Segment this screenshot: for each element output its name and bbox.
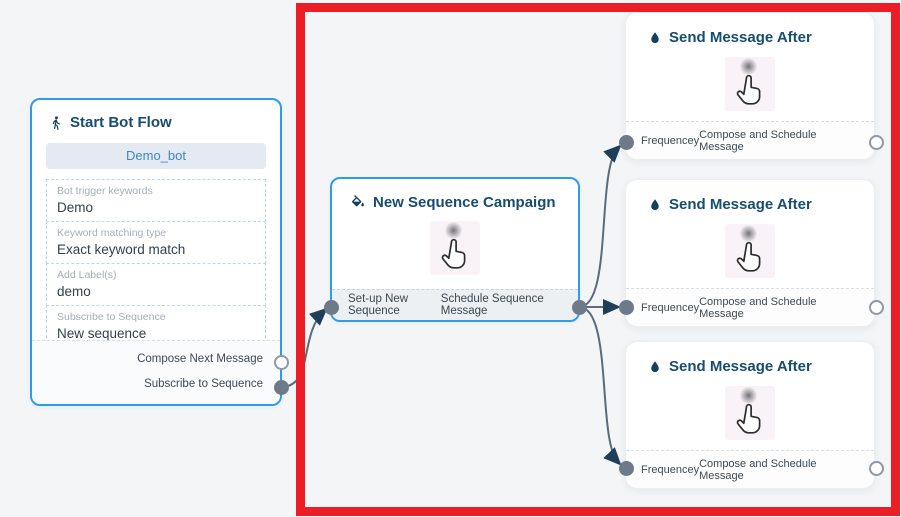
port-label-frequencey: Frequencey — [641, 463, 700, 476]
new-sequence-campaign-ports: Set-up New Sequence Schedule Sequence Me… — [332, 289, 578, 320]
send-message-after-ports: Frequencey Compose and Schedule Message — [626, 288, 874, 326]
edge-subscribe-to-sequence — [280, 307, 328, 388]
send-message-after-title: Send Message After — [669, 29, 812, 46]
field-label: Add Label(s) — [57, 269, 117, 281]
field-value: Demo — [57, 200, 94, 215]
start-node-outputs: Compose Next Message Subscribe to Sequen… — [32, 340, 280, 404]
water-drop-icon — [651, 198, 659, 210]
port-compose-and-schedule-message-2[interactable] — [869, 300, 884, 315]
water-drop-icon — [651, 360, 659, 372]
send-message-after-title: Send Message After — [669, 196, 812, 213]
field-bot-trigger-keywords[interactable]: Bot trigger keywords Demo — [46, 179, 266, 222]
port-label-set-up-new-sequence: Set-up New Sequence — [348, 293, 409, 317]
output-compose-next-message: Compose Next Message — [137, 352, 263, 365]
send-message-after-header: Send Message After — [626, 342, 874, 379]
send-message-after-ports: Frequencey Compose and Schedule Message — [626, 121, 874, 159]
field-keyword-matching-type[interactable]: Keyword matching type Exact keyword matc… — [46, 221, 266, 264]
send-message-after-node-1[interactable]: Send Message After Frequencey Compose an… — [625, 12, 875, 160]
port-frequencey-2[interactable] — [619, 300, 634, 315]
touch-dot — [740, 58, 757, 75]
start-bot-flow-header: Start Bot Flow — [32, 100, 280, 141]
new-sequence-campaign-header: New Sequence Campaign — [332, 179, 578, 217]
field-value: New sequence — [57, 326, 147, 341]
edge-to-send-1 — [578, 144, 622, 308]
send-message-after-title: Send Message After — [669, 358, 812, 375]
new-sequence-campaign-node[interactable]: New Sequence Campaign Set-up New Sequenc… — [330, 177, 580, 322]
hand-cursor-icon — [725, 224, 775, 278]
start-bot-flow-title: Start Bot Flow — [70, 114, 172, 131]
field-value: demo — [57, 284, 91, 299]
send-message-after-node-2[interactable]: Send Message After Frequencey Compose an… — [625, 179, 875, 327]
send-message-after-header: Send Message After — [626, 13, 874, 50]
port-set-up-new-sequence[interactable] — [324, 300, 339, 315]
port-frequencey-1[interactable] — [619, 135, 634, 150]
send-message-after-node-3[interactable]: Send Message After Frequencey Compose an… — [625, 341, 875, 489]
touch-dot — [740, 225, 757, 242]
port-label-compose-and-schedule-message: Compose and Schedule Message — [699, 295, 817, 320]
field-label: Subscribe to Sequence — [57, 311, 166, 323]
port-label-frequencey: Frequencey — [641, 134, 700, 147]
output-subscribe-to-sequence: Subscribe to Sequence — [144, 377, 263, 390]
bot-name-button[interactable]: Demo_bot — [46, 143, 266, 169]
port-label-compose-and-schedule-message: Compose and Schedule Message — [699, 128, 817, 153]
water-drop-icon — [651, 31, 659, 43]
port-label-compose-and-schedule-message: Compose and Schedule Message — [699, 457, 817, 482]
hand-cursor-icon — [430, 221, 480, 275]
send-message-after-header: Send Message After — [626, 180, 874, 217]
touch-dot — [445, 222, 462, 239]
port-label-frequencey: Frequencey — [641, 301, 700, 314]
hand-cursor-icon — [725, 386, 775, 440]
port-subscribe-to-sequence[interactable] — [274, 380, 289, 395]
start-bot-flow-node[interactable]: Start Bot Flow Demo_bot Bot trigger keyw… — [30, 98, 282, 406]
field-value: Exact keyword match — [57, 242, 186, 257]
port-schedule-sequence-message[interactable] — [572, 300, 587, 315]
touch-dot — [740, 387, 757, 404]
port-compose-and-schedule-message-1[interactable] — [869, 135, 884, 150]
field-label: Keyword matching type — [57, 227, 167, 239]
field-add-labels[interactable]: Add Label(s) demo — [46, 263, 266, 306]
port-compose-next-message[interactable] — [274, 355, 289, 370]
paint-bucket-icon — [351, 194, 364, 206]
new-sequence-campaign-title: New Sequence Campaign — [373, 194, 556, 211]
port-frequencey-3[interactable] — [619, 461, 634, 476]
edge-to-send-3 — [578, 306, 622, 466]
hand-cursor-icon — [725, 57, 775, 111]
field-label: Bot trigger keywords — [57, 185, 153, 197]
walking-person-icon — [52, 115, 61, 130]
port-compose-and-schedule-message-3[interactable] — [869, 461, 884, 476]
port-label-schedule-sequence-message: Schedule Sequence Message — [440, 293, 544, 317]
send-message-after-ports: Frequencey Compose and Schedule Message — [626, 450, 874, 488]
